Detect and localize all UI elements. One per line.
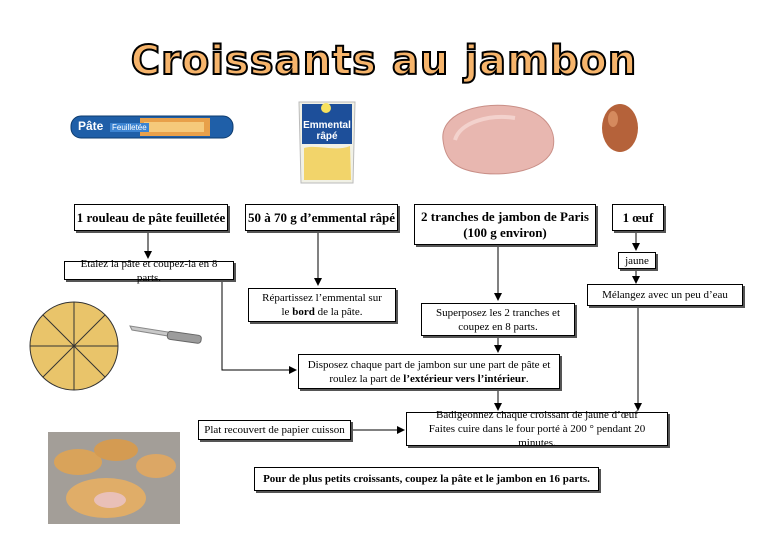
pastry-label-2: Feuilletée: [110, 123, 149, 132]
cheese-label-1: Emmental: [303, 120, 351, 131]
ingredient-pastry: 1 rouleau de pâte feuilletée: [74, 204, 228, 231]
ingredient-ham-line2: (100 g environ): [463, 224, 547, 240]
step-stack-ham-line2: coupez en 8 parts.: [458, 320, 538, 333]
ham-icon: [442, 104, 555, 175]
step-bake-line1: Badigeonnez chaque croissant de jaune d’…: [436, 409, 638, 421]
egg-icon: [602, 104, 638, 152]
cheese-bag-icon: [298, 101, 356, 184]
croissants-icon: [48, 432, 180, 524]
step-bake: Badigeonnez chaque croissant de jaune d’…: [406, 409, 668, 449]
text-part: le: [281, 306, 293, 318]
croissants-photo: [48, 432, 180, 524]
ham-image: [435, 100, 560, 178]
step-place-ham-line1: Disposez chaque part de jambon sur une p…: [307, 358, 551, 371]
step-spread-cheese: Répartissez l’emmental sur le bord de la…: [248, 288, 396, 322]
step-mix-water: Mélangez avec un peu d’eau: [587, 284, 743, 306]
step-stack-ham: Superposez les 2 tranches et coupez en 8…: [421, 303, 575, 336]
pastry-roll-icon: [70, 115, 234, 139]
step-spread-cheese-line1: Répartissez l’emmental sur: [262, 292, 382, 304]
ingredient-ham-line1: 2 tranches de jambon de Paris: [421, 208, 589, 224]
cheese-bag-image: Emmental râpé: [296, 100, 358, 185]
text-part: .: [525, 372, 529, 385]
ingredient-egg: 1 œuf: [612, 204, 664, 231]
text-bold-part: bord: [292, 306, 315, 318]
pastry-circle-icon: [29, 301, 119, 391]
step-tray: Plat recouvert de papier cuisson: [198, 420, 351, 440]
step-bake-line2: Faites cuire dans le four porté à 200 ° …: [428, 423, 646, 449]
text-part: de la pâte.: [314, 306, 363, 318]
step-cut-pastry: Etalez la pâte et coupez-la en 8 parts.: [64, 258, 234, 284]
knife-image: [128, 322, 204, 346]
text-part: roulez la part de: [329, 372, 404, 385]
ingredient-cheese: 50 à 70 g d’emmental râpé: [245, 204, 398, 231]
step-place-ham-line2: roulez la part de l’extérieur vers l’int…: [329, 372, 528, 386]
knife-icon: [129, 325, 202, 344]
note-smaller-croissants: Pour de plus petits croissants, coupez l…: [254, 467, 599, 491]
pastry-roll-image: Pâte Feuilletée: [70, 110, 235, 144]
step-stack-ham-line1: Superposez les 2 tranches et: [435, 306, 560, 319]
cut-pastry-image: [28, 300, 120, 392]
recipe-title: Croissants au jambon: [130, 37, 638, 85]
cheese-label-2: râpé: [316, 131, 338, 142]
step-place-ham: Disposez chaque part de jambon sur une p…: [298, 354, 560, 389]
pastry-label: Pâte: [78, 119, 104, 133]
ingredient-ham: 2 tranches de jambon de Paris (100 g env…: [414, 204, 596, 245]
text-bold-part: l’extérieur vers l’intérieur: [403, 372, 526, 385]
arrow-cut-to-place: [221, 280, 297, 374]
step-spread-cheese-line2: le bord de la pâte.: [282, 305, 363, 319]
step-yolk: jaune: [618, 252, 656, 269]
egg-image: [600, 102, 640, 154]
